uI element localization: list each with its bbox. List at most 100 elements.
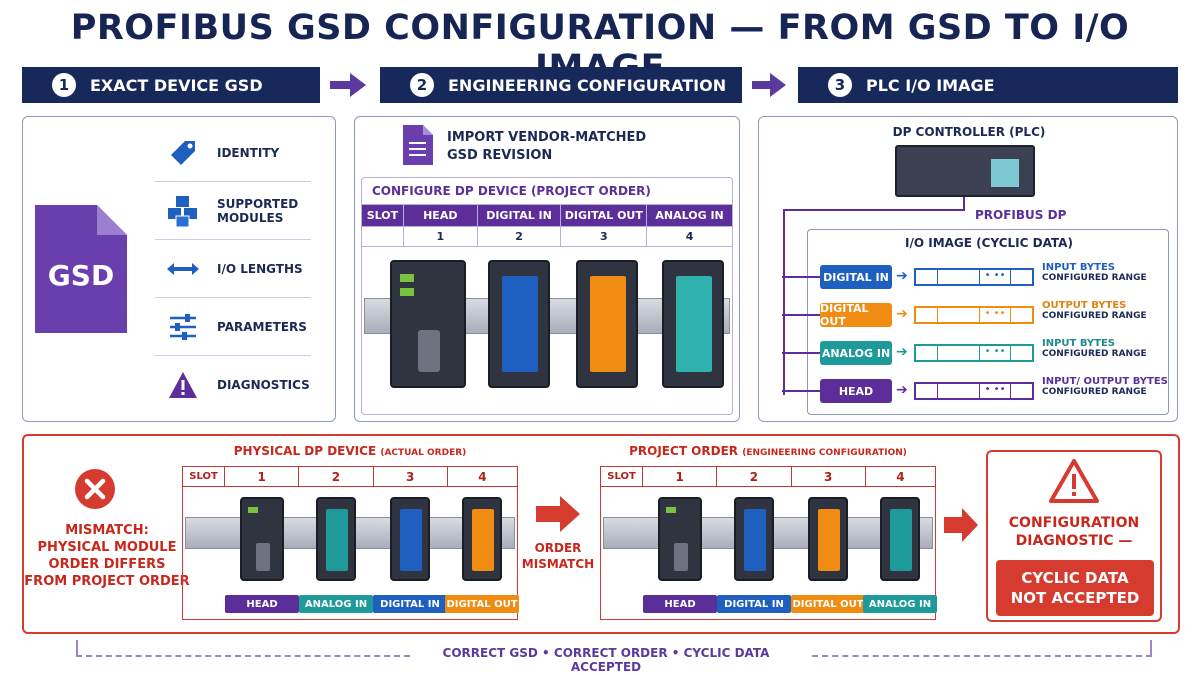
io-tag: HEAD [820,379,892,403]
sliders-icon [155,312,211,342]
order-mismatch-arrow [536,496,580,536]
bus-drop [963,197,965,211]
arrow-icon: ➔ [896,268,908,284]
attribute-label-line2: MODULES [217,210,284,225]
slot-number: 4 [864,466,937,487]
digital-out-module [576,260,638,388]
terminal-block [400,509,422,571]
slot-number: 1 [224,466,300,487]
terminal-block [326,509,348,571]
io-desc-primary: OUTPUT BYTES [1042,300,1127,311]
bus-branch [782,390,820,392]
gsd-file-label: GSD [47,259,115,292]
attribute-label: PARAMETERS [217,319,307,334]
import-line1: IMPORT VENDOR-MATCHED [447,130,647,145]
table-header-digital-out: DIGITAL OUT [560,204,648,227]
io-image-title: I/O IMAGE (CYCLIC DATA) [905,236,1073,250]
io-module [462,497,502,581]
order-mismatch-label: ORDER MISMATCH [518,540,598,572]
plc-panel: DP CONTROLLER (PLC) PROFIBUS DP I/O IMAG… [758,116,1178,422]
io-row: DIGITAL IN ➔ • •• INPUT BYTES CONFIGURED… [782,262,1168,292]
project-title: PROJECT ORDER (ENGINEERING CONFIGURATION… [600,444,936,458]
bus-line-vertical [783,209,785,395]
io-byte-bar: • •• [914,344,1034,362]
gsd-attribute-list: IDENTITY SUPPORTED MODULES I/O LENGTHS P… [155,124,311,414]
db9-connector [418,330,440,372]
diagnostic-label: CONFIGURATION DIAGNOSTIC — [988,514,1160,550]
footer-bracket-left [76,640,78,656]
head-module [240,497,284,581]
io-description: INPUT BYTES CONFIGURED RANGE [1042,338,1147,359]
step-arrow-2 [770,73,786,97]
io-byte-bar: • •• [914,268,1034,286]
db9-connector [256,543,270,571]
import-instruction: IMPORT VENDOR-MATCHED GSD REVISION [447,129,646,165]
attribute-label: DIAGNOSTICS [217,378,310,392]
slot-number: 4 [446,466,519,487]
io-module [808,497,848,581]
step-arrow-2-shaft [752,81,770,89]
terminal-block [818,509,840,571]
status-led [400,274,414,282]
attribute-parameters: PARAMETERS [155,298,311,356]
rejection-badge: CYCLIC DATA NOT ACCEPTED [996,560,1154,616]
terminal-block [472,509,494,571]
slot-header: SLOT [181,466,226,487]
module-label: ANALOG IN [863,595,937,613]
attribute-supported-modules: SUPPORTED MODULES [155,182,311,240]
arrow-icon: ➔ [896,382,908,398]
bus-label: PROFIBUS DP [975,208,1067,222]
controller-label: DP CONTROLLER (PLC) [892,125,1046,139]
step-arrow-1 [350,73,366,97]
cubes-icon [155,194,211,228]
gsd-panel: GSD IDENTITY SUPPORTED MODULES I/O LENGT… [22,116,336,422]
slot-number: 1 [642,466,718,487]
terminal-block [590,276,626,372]
double-arrow-icon [155,260,211,278]
attribute-io-lengths: I/O LENGTHS [155,240,311,298]
physical-subtitle: (ACTUAL ORDER) [380,448,467,458]
io-module [734,497,774,581]
slot-number: 3 [790,466,866,487]
terminal-block [502,276,538,372]
step-3-label: PLC I/O IMAGE [866,75,995,95]
db9-connector [674,543,688,571]
step-2-label: ENGINEERING CONFIGURATION [448,75,727,95]
module-label: HEAD [225,595,299,613]
io-byte-bar: • •• [914,306,1034,324]
io-desc-secondary: CONFIGURED RANGE [1042,387,1147,397]
attribute-label: IDENTITY [217,145,280,160]
attribute-label: I/O LENGTHS [217,261,303,276]
status-led [400,288,414,296]
project-title-text: PROJECT ORDER [629,444,739,458]
error-icon [74,468,116,514]
io-byte-bar: • •• [914,382,1034,400]
configure-box: CONFIGURE DP DEVICE (PROJECT ORDER) SLOT… [361,177,733,415]
diag-line1: CONFIGURATION [1008,515,1140,531]
step-1-header: 1 EXACT DEVICE GSD [22,67,320,103]
mismatch-line1: MISMATCH: [65,523,149,538]
step-2-header: 2 ENGINEERING CONFIGURATION [380,67,742,103]
analog-in-module [662,260,724,388]
io-desc-primary: INPUT/ OUTPUT BYTES [1042,376,1168,387]
diag-line2: DIAGNOSTIC — [1015,533,1133,549]
table-cell-slot-2: 2 [476,226,562,247]
attribute-label: SUPPORTED MODULES [211,197,298,225]
table-cell-slot-4: 4 [646,226,733,247]
table-header-slot: SLOT [361,204,404,227]
io-image-box: I/O IMAGE (CYCLIC DATA) DIGITAL IN ➔ • •… [782,229,1169,415]
head-module [390,260,466,388]
module-label: HEAD [643,595,717,613]
table-header-head: HEAD [402,204,478,227]
mismatch-line3: ORDER DIFFERS [48,557,166,572]
io-desc-secondary: CONFIGURED RANGE [1042,311,1147,321]
slot-number: 2 [716,466,792,487]
plc-display [991,159,1019,187]
terminal-block [676,276,712,372]
attribute-diagnostics: DIAGNOSTICS [155,356,311,414]
table-header-digital-in: DIGITAL IN [476,204,562,227]
plc-rack [895,145,1035,197]
step-3-header: 3 PLC I/O IMAGE [798,67,1178,103]
